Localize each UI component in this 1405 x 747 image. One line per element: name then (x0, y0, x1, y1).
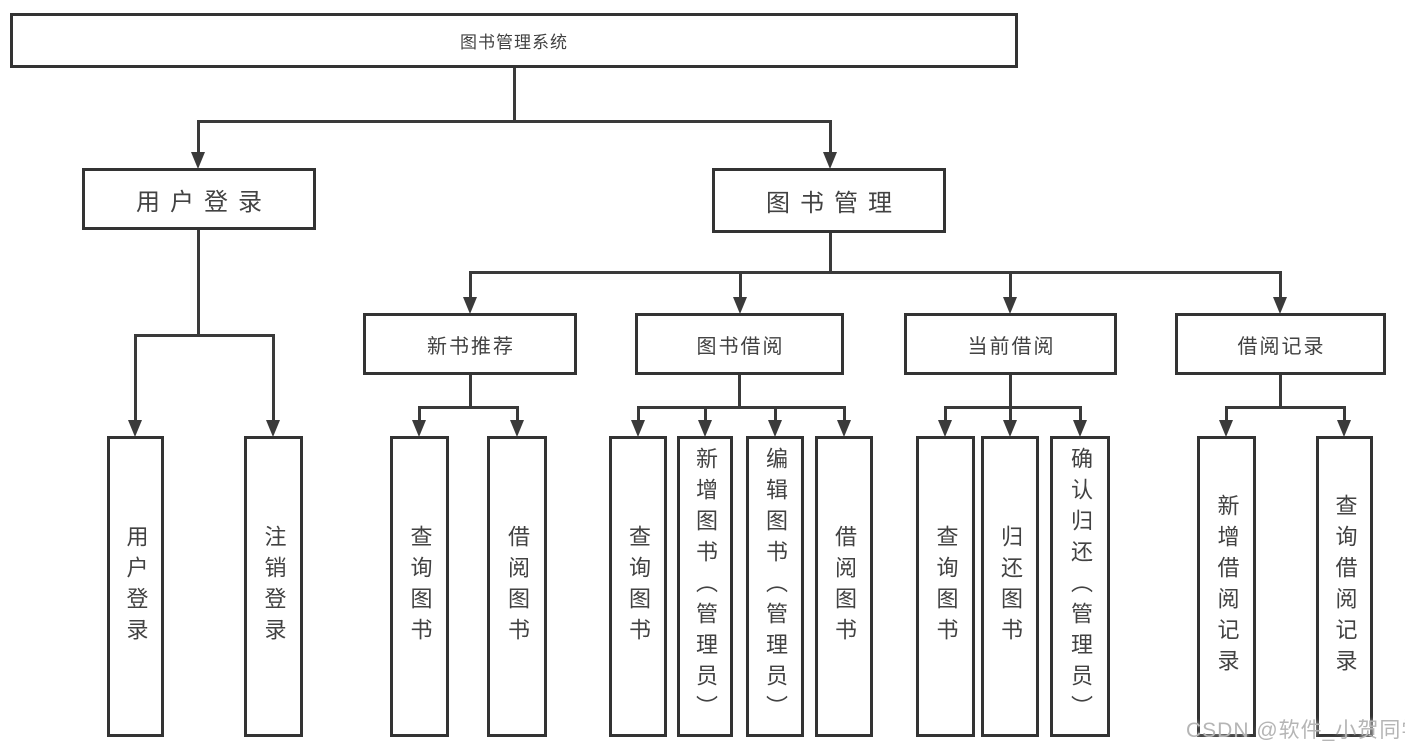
connector-line (468, 270, 1282, 274)
connector-line (636, 405, 846, 409)
node-label: 归还图书 (998, 524, 1023, 649)
node-confirm-return-admin: 确认归还（管理员） (1050, 436, 1110, 737)
arrow-down-icon (631, 420, 645, 437)
arrow-down-icon (938, 420, 952, 437)
connector-line (842, 407, 846, 421)
arrow-down-icon (463, 297, 477, 314)
arrow-down-icon (1073, 420, 1087, 437)
arrow-down-icon (768, 420, 782, 437)
node-label: 借阅记录 (1237, 335, 1326, 358)
connector-line (828, 121, 832, 153)
node-borrow-books-2: 借阅图书 (815, 436, 873, 737)
node-label: 图书借阅 (696, 335, 785, 358)
connector-line (636, 407, 640, 421)
connector-line (943, 405, 1082, 409)
arrow-down-icon (1219, 420, 1233, 437)
connector-line (1278, 272, 1282, 298)
connector-line (1224, 407, 1228, 421)
node-query-books-1: 查询图书 (390, 436, 449, 737)
node-new-book-recommend: 新书推荐 (363, 313, 577, 375)
node-label: 注销登录 (261, 524, 287, 649)
connector-line (133, 333, 275, 337)
connector-line (1078, 407, 1082, 421)
node-edit-books-admin: 编辑图书（管理员） (746, 436, 804, 737)
node-borrowing-records: 借阅记录 (1175, 313, 1386, 375)
node-add-borrow-record: 新增借阅记录 (1197, 436, 1256, 737)
node-system-root: 图书管理系统 (10, 13, 1018, 68)
arrow-down-icon (191, 152, 205, 169)
connector-line (943, 407, 947, 421)
node-label: 确认归还（管理员） (1068, 447, 1093, 726)
node-label: 借阅图书 (832, 524, 857, 649)
node-book-management: 图书管理 (712, 168, 946, 233)
node-return-books: 归还图书 (981, 436, 1039, 737)
arrow-down-icon (823, 152, 837, 169)
connector-line (1008, 272, 1012, 298)
connector-line (417, 407, 421, 421)
node-label: 编辑图书（管理员） (763, 447, 788, 726)
node-user-login: 用户登录 (82, 168, 316, 230)
node-label: 查询图书 (407, 524, 433, 649)
arrow-down-icon (128, 420, 142, 437)
node-label: 查询图书 (626, 524, 651, 649)
connector-line (515, 407, 519, 421)
arrow-down-icon (698, 420, 712, 437)
connector-line (828, 233, 832, 272)
node-label: 新书推荐 (427, 335, 515, 358)
connector-line (468, 375, 472, 407)
node-label: 图书管理系统 (460, 33, 568, 52)
arrow-down-icon (733, 297, 747, 314)
node-label: 图书管理 (766, 190, 902, 217)
connector-line (196, 119, 832, 123)
arrow-down-icon (510, 420, 524, 437)
node-label: 查询借阅记录 (1332, 493, 1358, 680)
connector-line (133, 335, 137, 421)
connector-line (703, 407, 707, 421)
connector-line (1278, 375, 1282, 407)
csdn-watermark: CSDN @软件_小贺同学 (1186, 719, 1405, 742)
node-book-borrowing: 图书借阅 (635, 313, 844, 375)
connector-line (1008, 407, 1012, 421)
arrow-down-icon (1003, 420, 1017, 437)
node-query-books-2: 查询图书 (609, 436, 667, 737)
node-logout-leaf: 注销登录 (244, 436, 303, 737)
connector-line (271, 335, 275, 421)
node-label: 新增借阅记录 (1214, 493, 1240, 680)
connector-line (1008, 375, 1012, 407)
node-query-books-3: 查询图书 (916, 436, 975, 737)
connector-line (196, 121, 200, 153)
arrow-down-icon (1273, 297, 1287, 314)
node-query-borrow-record: 查询借阅记录 (1316, 436, 1373, 737)
connector-line (738, 272, 742, 298)
arrow-down-icon (1337, 420, 1351, 437)
connector-line (417, 405, 519, 409)
connector-line (737, 375, 741, 407)
node-label: 用户登录 (123, 524, 149, 649)
connector-line (512, 68, 516, 121)
arrow-down-icon (266, 420, 280, 437)
connector-line (1224, 405, 1346, 409)
node-borrow-books-1: 借阅图书 (487, 436, 547, 737)
connector-line (196, 230, 200, 335)
arrow-down-icon (837, 420, 851, 437)
node-user-login-leaf: 用户登录 (107, 436, 164, 737)
node-add-books-admin: 新增图书（管理员） (677, 436, 733, 737)
node-label: 借阅图书 (505, 524, 530, 649)
node-label: 新增图书（管理员） (693, 447, 718, 726)
connector-line (468, 272, 472, 298)
node-current-borrowing: 当前借阅 (904, 313, 1117, 375)
node-label: 用户登录 (136, 188, 272, 216)
connector-line (773, 407, 777, 421)
arrow-down-icon (1003, 297, 1017, 314)
node-label: 当前借阅 (967, 335, 1056, 358)
node-label: 查询图书 (933, 524, 959, 649)
connector-line (1342, 407, 1346, 421)
arrow-down-icon (412, 420, 426, 437)
